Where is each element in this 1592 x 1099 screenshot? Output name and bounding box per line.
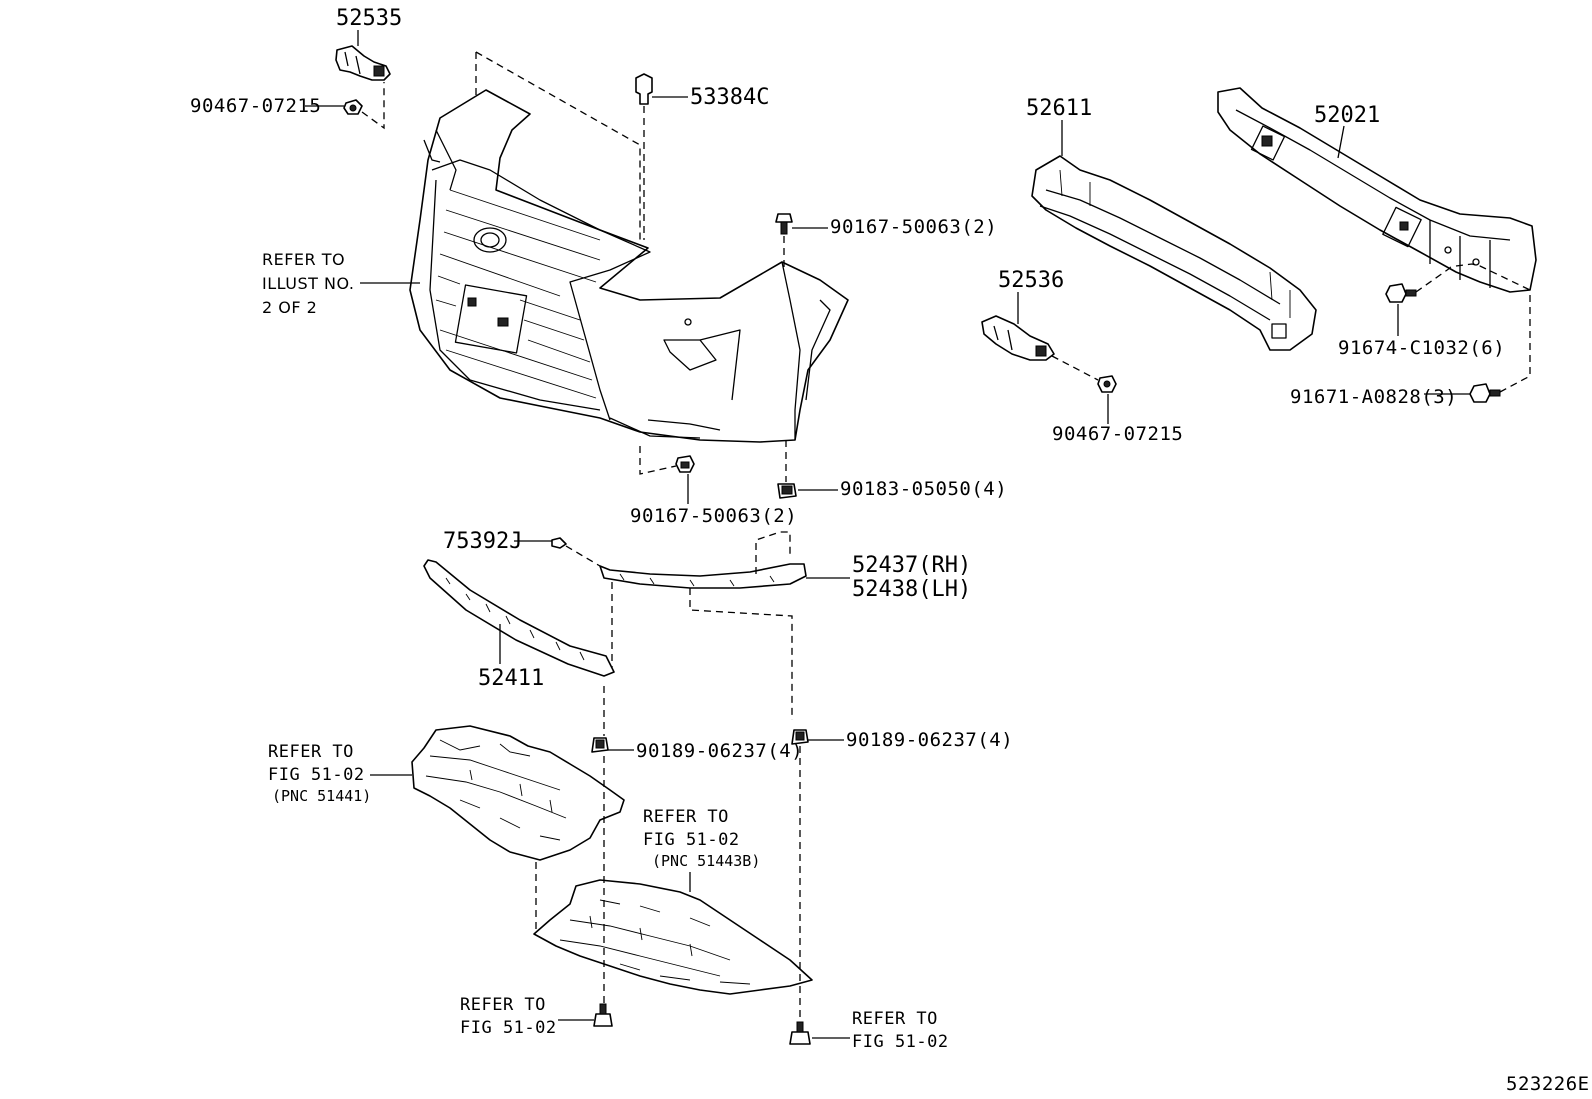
refer-fig-c-line1: REFER TO <box>460 995 546 1015</box>
refer-fig-c-line2: FIG 51-02 <box>460 1018 557 1038</box>
part-engine-under-cover-51443b <box>533 879 813 995</box>
label-52536: 52536 <box>998 268 1064 293</box>
part-bottom-bolt-right[interactable] <box>789 1021 811 1045</box>
label-52437-rh: 52437(RH) <box>852 553 971 578</box>
part-53384c-plug[interactable] <box>635 73 653 105</box>
label-52611: 52611 <box>1026 96 1092 121</box>
part-90167-50063-screw-bottom[interactable] <box>675 455 695 473</box>
part-52437-52438-moulding[interactable] <box>599 563 807 589</box>
part-90189-06237-fastener-right[interactable] <box>791 729 809 745</box>
part-90189-06237-fastener-left[interactable] <box>591 737 609 753</box>
refer-fig-b-line1: REFER TO <box>643 807 729 827</box>
refer-fig-a-line1: REFER TO <box>268 742 354 762</box>
refer-illust-line3: 2 OF 2 <box>262 298 317 317</box>
part-91671-a0828-bolt[interactable] <box>1469 383 1501 403</box>
label-53384c: 53384C <box>690 85 769 110</box>
part-52411-grille-strip[interactable] <box>423 559 615 677</box>
refer-illust-line2: ILLUST NO. <box>262 274 354 293</box>
part-75392j-clip[interactable] <box>551 537 567 549</box>
label-90167-50063-bottom: 90167-50063(2) <box>630 505 797 527</box>
refer-fig-a-pnc: (PNC 51441) <box>272 787 371 805</box>
refer-fig-d-line2: FIG 51-02 <box>852 1032 949 1052</box>
refer-fig-b-pnc: (PNC 51443B) <box>652 852 760 870</box>
part-52021-bumper-reinforcement[interactable] <box>1217 87 1537 293</box>
label-75392j: 75392J <box>443 529 522 554</box>
label-90183-05050: 90183-05050(4) <box>840 478 1007 500</box>
label-90167-50063-top: 90167-50063(2) <box>830 216 997 238</box>
label-52535: 52535 <box>336 6 402 31</box>
part-front-bumper-cover <box>409 89 849 443</box>
label-91674-c1032: 91674-C1032(6) <box>1338 337 1505 359</box>
part-bottom-bolt-left[interactable] <box>593 1003 613 1027</box>
refer-fig-b-line2: FIG 51-02 <box>643 830 740 850</box>
refer-illust-line1: REFER TO <box>262 250 345 269</box>
part-52611-energy-absorber[interactable] <box>1031 155 1317 351</box>
refer-fig-a-line2: FIG 51-02 <box>268 765 365 785</box>
label-52438-lh: 52438(LH) <box>852 577 971 602</box>
refer-fig-d-line1: REFER TO <box>852 1009 938 1029</box>
label-90467-07215-left: 90467-07215 <box>190 95 321 117</box>
figure-id: 523226E <box>1506 1073 1590 1095</box>
label-52411: 52411 <box>478 666 544 691</box>
label-90189-06237-left: 90189-06237(4) <box>636 740 803 762</box>
part-52536-bracket[interactable] <box>981 315 1055 361</box>
label-90189-06237-right: 90189-06237(4) <box>846 729 1013 751</box>
part-90183-05050-clip[interactable] <box>777 483 797 499</box>
part-90467-07215-clip-right[interactable] <box>1097 375 1117 393</box>
part-90467-07215-clip-left[interactable] <box>343 99 363 115</box>
part-52535-bracket[interactable] <box>335 45 391 81</box>
label-91671-a0828: 91671-A0828(3) <box>1290 386 1457 408</box>
part-90167-50063-screw-top[interactable] <box>775 213 793 235</box>
label-90467-07215-right: 90467-07215 <box>1052 423 1183 445</box>
part-91674-c1032-bolt[interactable] <box>1385 283 1417 303</box>
part-engine-under-cover-51441 <box>411 725 625 861</box>
label-52021: 52021 <box>1314 103 1380 128</box>
